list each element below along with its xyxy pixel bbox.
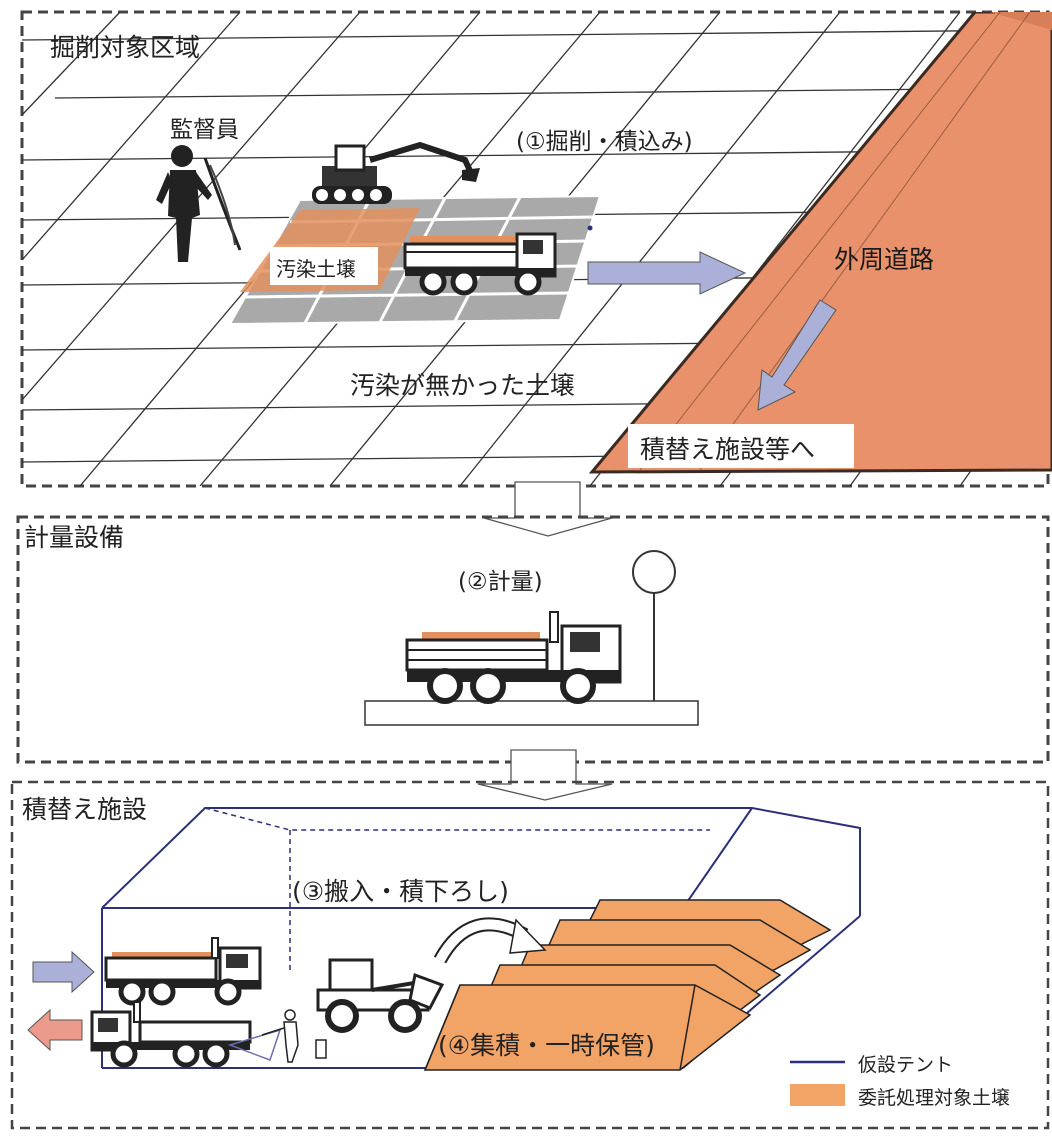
washing-spray [227, 1028, 282, 1061]
weighing-indicator [632, 550, 676, 594]
legend-soil-swatch [790, 1084, 845, 1106]
to-transfer-label: 積替え施設等へ [640, 435, 816, 464]
to-transfer-label-box [628, 424, 854, 468]
excavation-area-frame [20, 10, 1050, 488]
soil-stockpiles [423, 899, 832, 1071]
excavation-area-title: 掘削対象区域 [50, 33, 201, 62]
weighing-title: 計量設備 [24, 523, 125, 552]
legend-tent-label: 仮設テント [858, 1054, 954, 1076]
weighing-section [16, 515, 1050, 764]
ground-grid [22, 12, 1052, 486]
dump-truck-weighing [405, 611, 622, 704]
arrow-to-weighing [483, 481, 613, 537]
worker-figure [261, 1009, 327, 1063]
supervisor-figure [156, 145, 242, 262]
incoming-arrow [32, 950, 95, 994]
step1-label: (①掘削・積込み) [516, 129, 693, 155]
contaminated-soil-label-box [270, 247, 378, 285]
arrow-to-transfer [477, 749, 613, 801]
dump-truck-loading [403, 232, 557, 296]
perimeter-road [588, 12, 1052, 474]
dump-truck-outgoing [90, 1001, 282, 1068]
excavator-icon [312, 141, 480, 204]
curved-arrow-icon [433, 917, 547, 964]
wheel-loader-icon [316, 958, 445, 1033]
supervisor-label: 監督員 [170, 117, 239, 143]
step4-label: (④集積・一時保管) [438, 1031, 655, 1060]
clean-soil-label: 汚染が無かった土壌 [350, 371, 576, 400]
arrow-to-road [587, 251, 747, 295]
step2-label: (②計量) [458, 569, 543, 595]
legend-soil-label: 委託処理対象土壌 [858, 1087, 1011, 1109]
weighbridge-platform [364, 700, 699, 726]
transfer-facility-section [10, 780, 1050, 1130]
step3-label: (③搬入・積下ろし) [292, 877, 509, 906]
transfer-facility-frame [10, 780, 1050, 1130]
excavation-area-section [20, 10, 1052, 488]
transfer-facility-title: 積替え施設 [22, 795, 148, 824]
arrow-along-road [757, 299, 837, 411]
weighing-frame [16, 515, 1050, 764]
legend [790, 1060, 845, 1106]
outgoing-arrow [27, 1008, 83, 1052]
dump-truck-incoming [104, 937, 262, 1006]
contaminated-soil-label: 汚染土壌 [276, 257, 356, 281]
perimeter-road-label: 外周道路 [834, 245, 935, 274]
